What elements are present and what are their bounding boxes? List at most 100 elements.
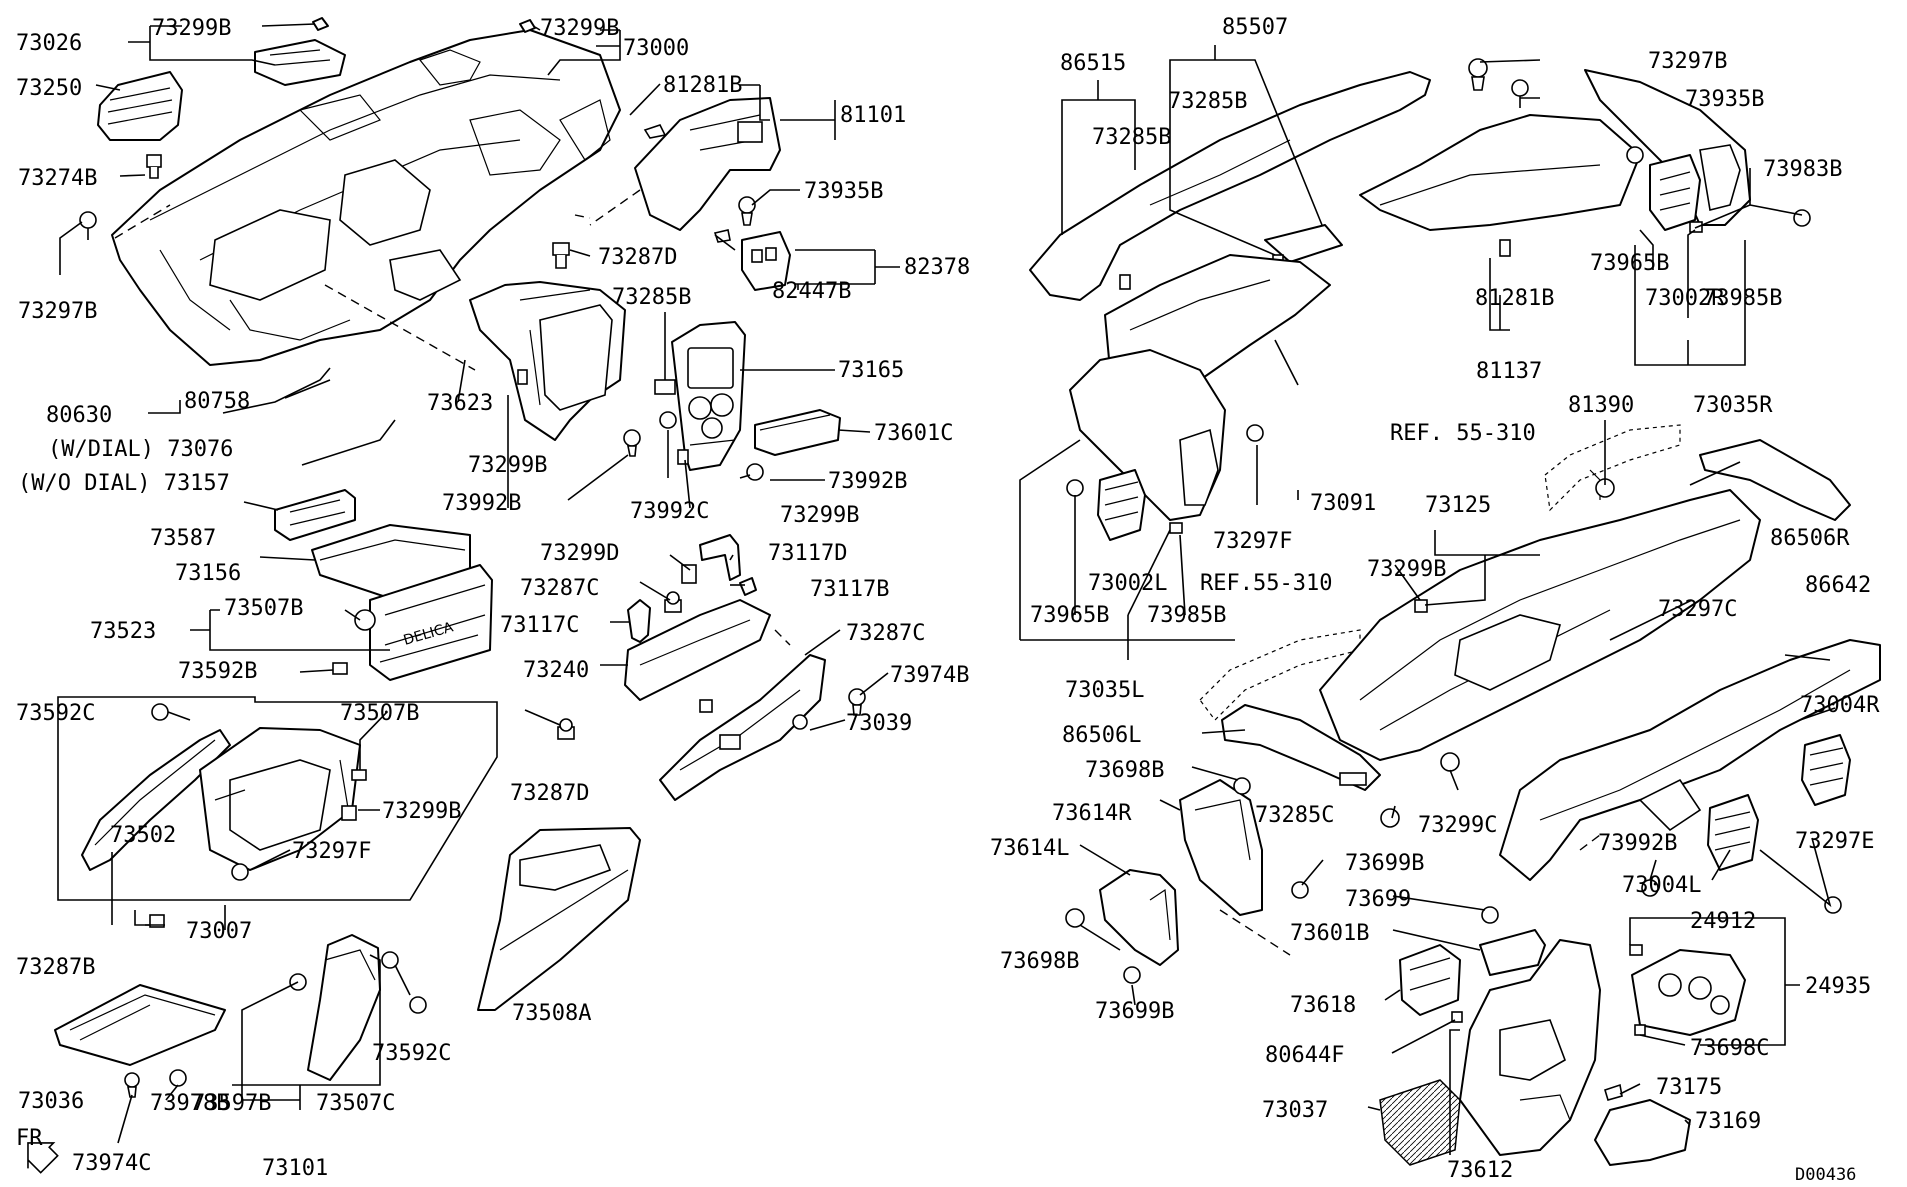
screw-73698B-upper: [1233, 777, 1251, 795]
label-73002R: 73002R: [1645, 286, 1725, 311]
diagram-code: D00436: [1795, 1165, 1856, 1185]
clip-24912: [1629, 944, 1643, 956]
label-73698B-a: 73698B: [1085, 758, 1164, 783]
label-81281B-b: 81281B: [1475, 286, 1554, 311]
label-73117D: 73117D: [768, 541, 847, 566]
screw-73978B: [169, 1069, 187, 1087]
label-73299B-c: 73299B: [780, 503, 859, 528]
label-73623: 73623: [427, 391, 493, 416]
label-73992B-c: 73992B: [1598, 831, 1677, 856]
label-73117C: 73117C: [500, 613, 579, 638]
grille-73037: [1379, 1079, 1461, 1166]
label-73587: 73587: [150, 526, 216, 551]
label-73175: 73175: [1656, 1075, 1722, 1100]
brace-73240: [624, 599, 771, 713]
clip-73299B-right: [1414, 599, 1428, 613]
label-73523: 73523: [90, 619, 156, 644]
bolt-73287C-upper: [664, 591, 682, 613]
label-73601C: 73601C: [874, 421, 953, 446]
label-73965B-b: 73965B: [1030, 603, 1109, 628]
screw-73297F-right: [1246, 424, 1264, 442]
label-73935B-b: 73935B: [1685, 87, 1764, 112]
under-cover-73036: [54, 984, 226, 1066]
clips-73285C-73299C: [1380, 752, 1460, 828]
label-73035R: 73035R: [1693, 393, 1773, 418]
label-73000: 73000: [623, 36, 689, 61]
bolt-73287B: [149, 914, 165, 928]
label-81101: 81101: [840, 103, 906, 128]
pocket-73601B: [1479, 929, 1546, 976]
label-73004L: 73004L: [1622, 873, 1701, 898]
label-73592B: 73592B: [178, 659, 257, 684]
bracket-73117C: [627, 599, 651, 643]
label-81390: 81390: [1568, 393, 1634, 418]
screw-73698B-lower: [1065, 908, 1085, 928]
label-73699B-b: 73699B: [1095, 999, 1174, 1024]
cover-73169: [1594, 1099, 1691, 1166]
label-73287C-b: 73287C: [846, 621, 925, 646]
label-73076: (W/DIAL) 73076: [48, 437, 233, 462]
label-73978B: 73978B: [150, 1091, 229, 1116]
label-73699: 73699: [1345, 887, 1411, 912]
label-73297B-a: 73297B: [18, 299, 97, 324]
pocket-73601C: [754, 409, 841, 456]
label-81137: 81137: [1476, 359, 1542, 384]
center-panel-73165: [671, 321, 746, 471]
direction-label: FR: [16, 1126, 43, 1151]
vent-73004L: [1707, 794, 1759, 871]
label-73614L: 73614L: [990, 836, 1069, 861]
label-73037: 73037: [1262, 1098, 1328, 1123]
label-73250: 73250: [16, 76, 82, 101]
upper-panel-81137: [1359, 114, 1641, 257]
bolt-73592C-upper: [151, 703, 169, 721]
part-labels: 73026 73299B 73299B 73000 73250 73274B 7…: [16, 15, 1880, 1185]
label-73699B-a: 73699B: [1345, 851, 1424, 876]
label-73985B-a: 73985B: [1703, 286, 1782, 311]
vent-73002L: [1097, 469, 1146, 541]
clip-73698C: [1634, 1024, 1646, 1036]
label-82447B: 82447B: [772, 279, 851, 304]
screw-73935B-right: [1511, 79, 1529, 108]
label-73157: (W/O DIAL) 73157: [18, 471, 230, 496]
screw-73297B-left: [79, 211, 97, 240]
label-73287D-b: 73287D: [510, 781, 589, 806]
label-73297E: 73297E: [1795, 829, 1874, 854]
label-73285B-a: 73285B: [612, 285, 691, 310]
label-73091: 73091: [1310, 491, 1376, 516]
label-73297F-a: 73297F: [292, 839, 371, 864]
clip-73299B-lower: [341, 805, 357, 821]
label-73299C: 73299C: [1418, 813, 1497, 838]
defroster-86515: [1029, 71, 1431, 301]
vent-73002R: [1649, 154, 1701, 231]
label-73002L: 73002L: [1088, 571, 1167, 596]
side-cover-73101: [289, 934, 427, 1081]
label-82378: 82378: [904, 255, 970, 280]
label-85507: 85507: [1222, 15, 1288, 40]
label-73612: 73612: [1447, 1158, 1513, 1183]
label-73285B-c: 73285B: [1092, 125, 1171, 150]
screw-73965B-left: [1066, 479, 1084, 497]
bolt-73274B: [146, 154, 162, 179]
screw-73965B-right: [1626, 146, 1644, 164]
meter-hood-81101: [634, 97, 781, 231]
center-cover-73623: [469, 281, 626, 441]
lower-panel-73039: [659, 654, 826, 801]
vent-73004R: [1801, 734, 1851, 806]
label-73601B: 73601B: [1290, 921, 1369, 946]
label-86642: 86642: [1805, 573, 1871, 598]
label-73274B: 73274B: [18, 166, 97, 191]
clip-80644F: [1451, 1011, 1463, 1023]
label-73287B: 73287B: [16, 955, 95, 980]
side-trim-73614R: [1179, 779, 1263, 916]
duct-86506R: [1699, 439, 1851, 521]
leader-lines: [59, 23, 1836, 1155]
screw-73935B-left: [738, 196, 756, 226]
label-73507C: 73507C: [316, 1091, 395, 1116]
label-73698C: 73698C: [1690, 1036, 1769, 1061]
screw-73297E: [1824, 896, 1842, 914]
bolt-73592B: [332, 662, 348, 675]
cross-member-73125: [1319, 469, 1761, 761]
center-lower-73612: [1459, 939, 1601, 1156]
label-86506R: 86506R: [1770, 526, 1850, 551]
